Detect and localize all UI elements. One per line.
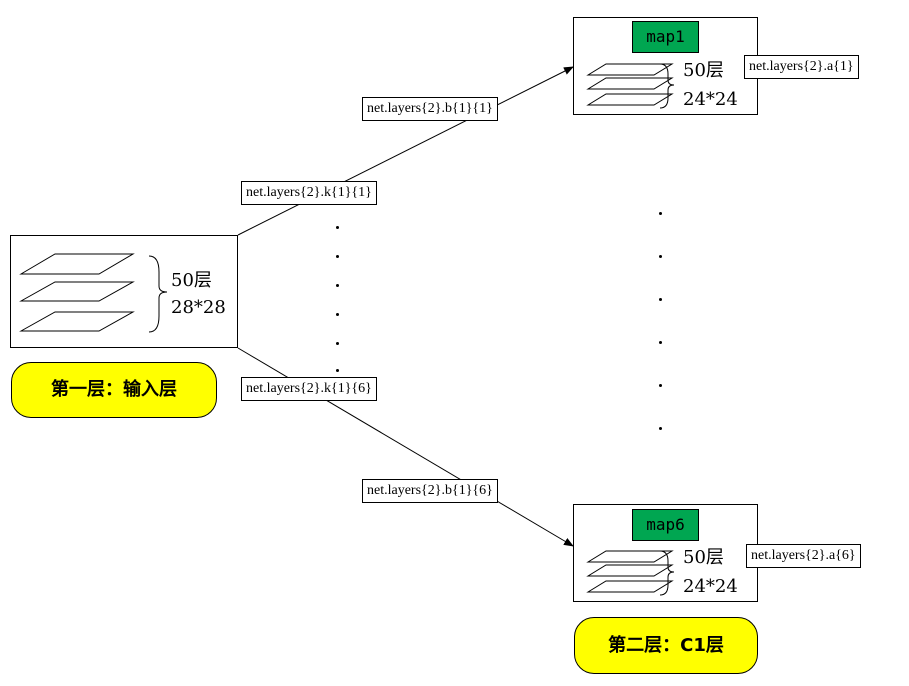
bias-label-top: net.layers{2}.b{1}{1} [362, 97, 498, 121]
c1-layer-pill: 第二层：C1层 [574, 617, 758, 674]
input-layer-size: 28*28 [171, 297, 226, 318]
layer-stack-icon [586, 550, 675, 596]
map1-tag: map1 [632, 21, 699, 53]
ellipsis-dot [336, 255, 339, 258]
ellipsis-dot [336, 284, 339, 287]
ellipsis-dot [659, 341, 662, 344]
ellipsis-dot [659, 212, 662, 215]
map1-layer-count: 50层 [683, 60, 724, 81]
input-feature-box: 50层 28*28 [10, 235, 238, 348]
map6-output-label: net.layers{2}.a{6} [746, 544, 861, 568]
input-layer-count: 50层 [171, 270, 212, 291]
map1-layer-size: 24*24 [683, 89, 738, 110]
ellipsis-dot [659, 298, 662, 301]
edge-to-map1 [237, 66, 574, 236]
ellipsis-dot [336, 313, 339, 316]
input-layer-pill: 第一层：输入层 [11, 362, 217, 418]
ellipsis-dot [659, 384, 662, 387]
kernel-label-bottom: net.layers{2}.k{1}{6} [241, 377, 377, 401]
ellipsis-dot [336, 369, 339, 372]
ellipsis-dot [659, 427, 662, 430]
ellipsis-dot [336, 342, 339, 345]
map1-output-label: net.layers{2}.a{1} [744, 55, 859, 79]
bias-label-bottom: net.layers{2}.b{1}{6} [362, 479, 498, 503]
ellipsis-dot [336, 226, 339, 229]
map6-layer-count: 50层 [683, 547, 724, 568]
map1-box: 50层 24*24 [573, 17, 758, 115]
map6-tag: map6 [632, 509, 699, 541]
layer-stack-icon [586, 63, 675, 109]
ellipsis-dot [659, 255, 662, 258]
map6-layer-size: 24*24 [683, 576, 738, 597]
kernel-label-top: net.layers{2}.k{1}{1} [241, 181, 377, 205]
layer-stack-icon [19, 253, 168, 333]
